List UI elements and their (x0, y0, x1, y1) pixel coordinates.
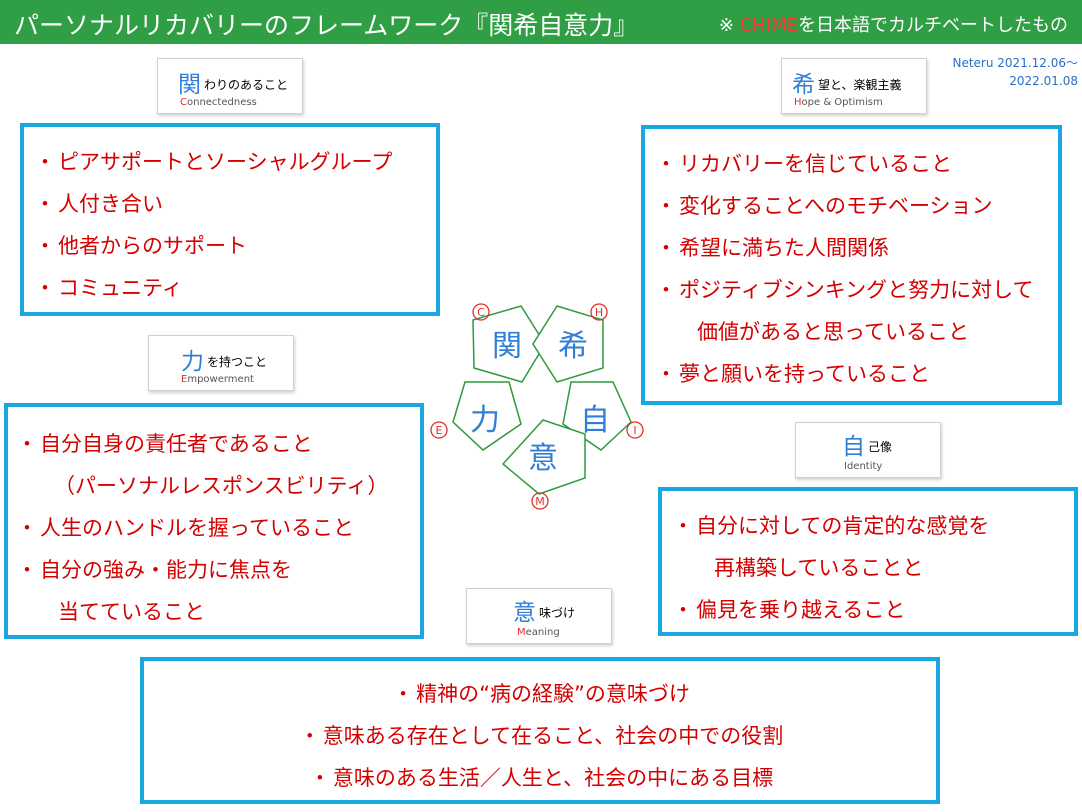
list-item: ・リカバリーを信じていること (655, 152, 953, 176)
letter-circle-c (472, 303, 490, 321)
label-english: Identity (844, 461, 883, 472)
label-identity: 自 己像 Identity (795, 422, 941, 478)
label-kanji: 自 (842, 434, 865, 460)
label-kanji: 関 (178, 72, 201, 98)
label-connectedness: 関 わりのあること Connectedness (157, 58, 303, 114)
list-item: ・自分自身の責任者であること (16, 432, 313, 456)
letter-h: H (595, 306, 603, 319)
label-english: Empowerment (181, 374, 254, 385)
page-title: パーソナルリカバリーのフレームワーク『関希自意力』 (14, 11, 639, 40)
list-item: ・偏見を乗り越えること (672, 598, 906, 622)
label-rest: 味づけ (539, 606, 576, 620)
letter-circle-i (626, 421, 644, 439)
letter-circle-e (430, 421, 448, 439)
list-item-continuation: 再構築していることと (714, 556, 924, 580)
label-kanji: 力 (181, 349, 204, 375)
label-kanji: 意 (513, 600, 536, 626)
label-rest: を持つこと (207, 355, 268, 369)
list-item: ・意味のある生活／人生と、社会の中にある目標 (309, 766, 774, 790)
label-english: Connectedness (180, 97, 257, 108)
label-kanji: 希 (792, 72, 815, 98)
label-english: Hope & Optimism (794, 97, 883, 108)
pentagon-kanji-c: 関 (492, 329, 522, 364)
author-credit: Neteru 2021.12.06〜 2022.01.08 (952, 54, 1078, 90)
label-rest: わりのあること (204, 78, 289, 92)
letter-c: C (477, 306, 485, 319)
label-hope: 希 望と、楽観主義 Hope & Optimism (781, 58, 927, 114)
list-item: ・夢と願いを持っていること (655, 362, 930, 386)
credit-line-1: Neteru 2021.12.06〜 (952, 56, 1078, 70)
box-meaning: ・精神の“病の経験”の意味づけ ・意味ある存在として在ること、社会の中での役割 … (140, 657, 940, 804)
box-connectedness: ・ピアサポートとソーシャルグループ ・人付き合い ・他者からのサポート ・コミュ… (20, 123, 440, 316)
list-item: ・コミュニティ (34, 276, 183, 300)
letter-circle-m (531, 492, 549, 510)
list-item: ・希望に満ちた人間関係 (655, 236, 890, 260)
header-note: ※ CHIMEを日本語でカルチベートしたもの (719, 11, 1068, 37)
note-prefix: ※ (718, 15, 740, 36)
label-meaning: 意 味づけ Meaning (466, 588, 612, 644)
pentagon-kanji-i: 自 (580, 403, 610, 438)
pentagon-hope (532, 305, 604, 383)
letter-i: I (633, 424, 636, 437)
list-item: ・人付き合い (34, 192, 164, 216)
header-bar: パーソナルリカバリーのフレームワーク『関希自意力』 ※ CHIMEを日本語でカル… (0, 0, 1082, 44)
list-item: ・精神の“病の経験”の意味づけ (392, 682, 690, 706)
list-item-continuation: 当てていること (58, 600, 205, 624)
list-item: ・ポジティブシンキングと努力に対して (655, 278, 1034, 302)
chime-pentagon-diagram: 関 希 力 自 意 C H E I M (430, 303, 644, 510)
letter-circle-h (590, 303, 608, 321)
label-empowerment: 力 を持つこと Empowerment (148, 335, 294, 391)
chime-highlight: CHIME (739, 15, 798, 36)
pentagon-kanji-e: 力 (470, 403, 500, 438)
list-item: ・意味ある存在として在ること、社会の中での役割 (299, 724, 784, 748)
list-item: ・変化することへのモチベーション (655, 194, 993, 218)
credit-line-2: 2022.01.08 (1009, 74, 1078, 88)
list-item-continuation: 価値があると思っていること (697, 320, 969, 344)
label-rest: 望と、楽観主義 (818, 78, 902, 92)
list-item-continuation: （パーソナルレスポンスビリティ） (54, 474, 389, 498)
letter-m: M (535, 495, 545, 508)
note-suffix: を日本語でカルチベートしたもの (798, 15, 1068, 36)
label-english: Meaning (517, 627, 560, 638)
list-item: ・人生のハンドルを握っていること (16, 516, 354, 540)
pentagon-empowerment (452, 381, 522, 451)
pentagon-meaning (501, 419, 586, 495)
pentagon-connectedness (472, 305, 546, 383)
pentagon-kanji-m: 意 (528, 441, 558, 476)
pentagon-kanji-h: 希 (558, 329, 588, 364)
list-item: ・ピアサポートとソーシャルグループ (34, 150, 393, 174)
letter-e: E (436, 424, 443, 437)
box-hope: ・リカバリーを信じていること ・変化することへのモチベーション ・希望に満ちた人… (641, 125, 1062, 405)
list-item: ・他者からのサポート (34, 234, 248, 258)
label-rest: 己像 (868, 440, 893, 454)
box-identity: ・自分に対しての肯定的な感覚を 再構築していることと ・偏見を乗り越えること (658, 487, 1078, 636)
list-item: ・自分の強み・能力に焦点を (16, 558, 293, 582)
list-item: ・自分に対しての肯定的な感覚を (672, 514, 990, 538)
box-empowerment: ・自分自身の責任者であること （パーソナルレスポンスビリティ） ・人生のハンドル… (4, 403, 424, 639)
